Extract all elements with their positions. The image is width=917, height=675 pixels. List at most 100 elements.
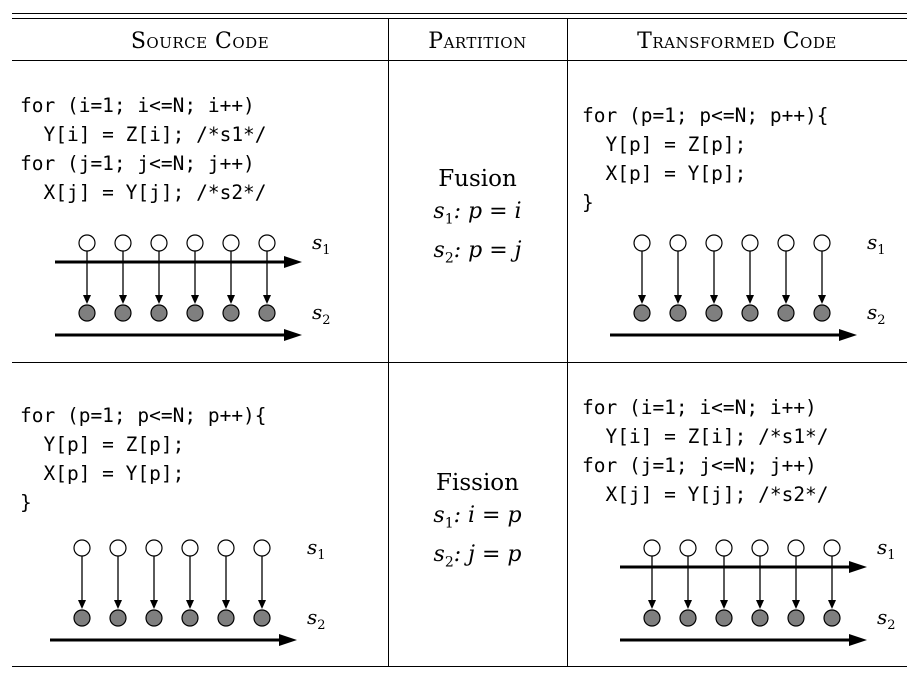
s2-iteration-axis-head <box>849 634 867 646</box>
dependence-edge-head <box>119 295 127 304</box>
s2-iteration-node <box>145 609 163 627</box>
s1-iteration-node <box>679 539 697 557</box>
s2-iteration-node <box>787 609 805 627</box>
s2-iteration-node <box>217 609 235 627</box>
s1-label: s1 <box>877 535 896 563</box>
s2-iteration-node <box>222 304 240 322</box>
s2-iteration-node <box>186 304 204 322</box>
row1-transformed-diagram: s1 s2 <box>610 230 886 341</box>
s2-iteration-node <box>114 304 132 322</box>
row2-eq-s2: s2: j = p <box>433 542 522 571</box>
s1-iteration-node <box>181 539 199 557</box>
dependence-edge-head <box>710 295 718 304</box>
dependence-edge-head <box>186 600 194 609</box>
s1-iteration-node <box>813 234 831 252</box>
s1-iteration-node <box>705 234 723 252</box>
dependence-edge-head <box>155 295 163 304</box>
s1-label: s1 <box>312 230 331 258</box>
dependence-edge-head <box>222 600 230 609</box>
column-divider-1 <box>388 18 389 666</box>
s1-label: s1 <box>867 230 886 258</box>
s2-iteration-node <box>715 609 733 627</box>
column-divider-2 <box>567 18 568 666</box>
s2-iteration-node <box>669 304 687 322</box>
row2-eq-s1: s1: i = p <box>433 503 522 532</box>
dependence-edge-head <box>674 295 682 304</box>
s2-iteration-node <box>813 304 831 322</box>
s2-iteration-node <box>705 304 723 322</box>
s1-label: s1 <box>307 535 326 563</box>
s2-label: s2 <box>867 300 886 328</box>
s1-iteration-node <box>222 234 240 252</box>
dependence-edge-head <box>746 295 754 304</box>
s2-iteration-axis-head <box>279 634 297 646</box>
s1-iteration-node <box>253 539 271 557</box>
s2-iteration-node <box>78 304 96 322</box>
s2-iteration-axis-head <box>839 329 857 341</box>
s2-iteration-node <box>181 609 199 627</box>
s1-iteration-node <box>787 539 805 557</box>
dependence-edge-head <box>782 295 790 304</box>
s2-iteration-node <box>751 609 769 627</box>
dependence-edge-head <box>83 295 91 304</box>
s2-iteration-node <box>73 609 91 627</box>
dependence-edge-head <box>150 600 158 609</box>
s1-iteration-node <box>823 539 841 557</box>
s1-iteration-node <box>669 234 687 252</box>
dependence-edge-head <box>756 600 764 609</box>
header-source-code: Source Code <box>130 29 270 54</box>
table-bottom-rule <box>12 666 907 667</box>
row2-transformed-code: for (i=1; i<=N; i++) Y[i] = Z[i]; /*s1*/… <box>582 396 829 506</box>
s1-iteration-node <box>217 539 235 557</box>
s2-label: s2 <box>312 300 331 328</box>
dependence-edge-head <box>227 295 235 304</box>
s1-iteration-node <box>751 539 769 557</box>
s2-iteration-axis-head <box>284 329 302 341</box>
s1-iteration-node <box>73 539 91 557</box>
s1-iteration-node <box>741 234 759 252</box>
row1-transformed-code: for (p=1; p<=N; p++){ Y[p] = Z[p]; X[p] … <box>582 104 829 214</box>
header-partition: Partition <box>428 29 527 54</box>
dependence-edge-head <box>114 600 122 609</box>
s2-iteration-node <box>777 304 795 322</box>
row2-source-code: for (p=1; p<=N; p++){ Y[p] = Z[p]; X[p] … <box>20 404 267 514</box>
row2-transformed-diagram: s1 s2 <box>620 535 896 646</box>
dependence-edge-head <box>792 600 800 609</box>
header-rule <box>12 60 907 61</box>
row1-eq-s1: s1: p = i <box>433 199 522 228</box>
s2-label: s2 <box>877 605 896 633</box>
dependence-edge-head <box>828 600 836 609</box>
row1-source-diagram: s1 s2 <box>55 230 331 341</box>
s2-iteration-node <box>109 609 127 627</box>
row1-partition: Fusion s1: p = i s2: p = j <box>388 162 567 275</box>
table-top-rule-2 <box>12 18 907 19</box>
row2-partition: Fission s1: i = p s2: j = p <box>388 466 567 579</box>
s1-iteration-node <box>145 539 163 557</box>
dependence-edge-head <box>78 600 86 609</box>
row1-partition-name: Fusion <box>438 166 517 192</box>
dependence-edge-head <box>263 295 271 304</box>
s1-iteration-axis-head <box>849 561 867 573</box>
s1-iteration-node <box>109 539 127 557</box>
s2-iteration-node <box>258 304 276 322</box>
s1-iteration-node <box>715 539 733 557</box>
row1-eq-s2: s2: p = j <box>433 238 522 267</box>
table-top-rule-1 <box>12 13 907 14</box>
dependence-edge-head <box>684 600 692 609</box>
s2-iteration-node <box>741 304 759 322</box>
dependence-edge-head <box>638 295 646 304</box>
dependence-edge-head <box>258 600 266 609</box>
row-divider <box>12 362 907 363</box>
dependence-edge-head <box>648 600 656 609</box>
dependence-edge-head <box>191 295 199 304</box>
s1-iteration-node <box>114 234 132 252</box>
s1-iteration-node <box>777 234 795 252</box>
s2-label: s2 <box>307 605 326 633</box>
dependence-edge-head <box>720 600 728 609</box>
header-transformed-code: Transformed Code <box>637 29 837 54</box>
s2-iteration-node <box>823 609 841 627</box>
row1-source-code: for (i=1; i<=N; i++) Y[i] = Z[i]; /*s1*/… <box>20 94 267 204</box>
s1-iteration-node <box>643 539 661 557</box>
s1-iteration-node <box>78 234 96 252</box>
s1-iteration-axis-head <box>284 256 302 268</box>
